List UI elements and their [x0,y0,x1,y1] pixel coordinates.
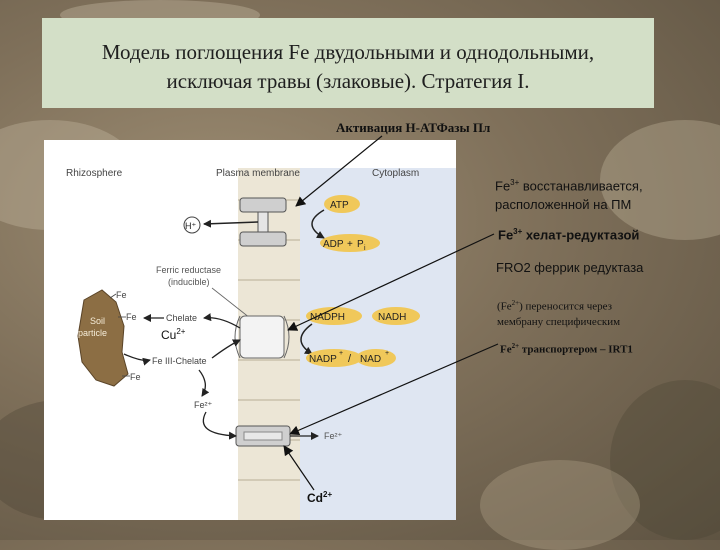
chelate-label: Chelate [166,313,197,323]
fe2-annot-sup: 2+ [511,299,520,307]
nad-label: NAD [360,354,381,365]
atpase-annotation: Активация Н-АТФазы Пл [336,120,491,135]
slide-title-box: Модель поглощения Fe двудольными и однод… [42,18,654,108]
nadph-label: NADPH [310,312,345,323]
ferric-reductase-inducible-label: (inducible) [168,277,210,287]
fe-label-low: Fe [130,372,141,382]
atpase-pump-channel [257,211,269,233]
reductase-pointer-line [211,287,251,319]
cu-label: Cu [161,328,177,342]
fe2-free-label: Fe²⁺ [194,400,213,410]
cytoplasm-region [300,168,456,520]
fe3-chelate-fe: Fe [498,227,514,243]
atp-label: ATP [330,200,349,211]
nadp-sup: + [339,350,343,357]
cd-sup: 2+ [323,490,333,499]
irt1-channel [243,431,283,441]
fe2-uptake-arrow-in [202,411,237,440]
fe-bond-top [109,293,117,299]
irt1-annot-fe: Fe [500,343,512,356]
fro2-annotation: FRO2 феррик редуктаза [496,260,644,275]
nad-sup: + [385,350,389,357]
fe3-chelate-reductase-annotation: Fe3+ хелат-редуктазой [498,227,639,242]
reduction-to-fe2-arrow [198,369,210,397]
fe3-chelate-sup: 3+ [513,227,523,236]
fe2-annot-rest: ) переносится через [519,300,613,313]
fe3-reduction-annotation-line-2: расположенной на ПМ [495,197,632,212]
slide-title-line-1: Модель поглощения Fe двудольными и однод… [101,40,595,64]
fe2-transported-label: Fe²⁺ [324,431,343,441]
ferric-reductase-protein [239,315,285,359]
fe-label-top: Fe [116,290,127,300]
atpase-pump-bottom [239,231,287,247]
fe3-annot-sup: 3+ [510,178,520,187]
particle-label: particle [78,328,107,338]
ferric-reductase-label: Ferric reductase [156,265,221,275]
cd-annotation: Cd2+ [307,490,332,505]
irt1-annot-rest: транспортером – IRT1 [519,343,633,356]
fe-iii-chelate-label: Fe III-Chelate [152,356,207,366]
soil-to-chelate-arrow [123,353,151,366]
fe3-reduction-annotation-line-1: Fe3+ восстанавливается, [495,178,643,193]
chelate-to-reductase-arrow [211,339,241,359]
fe3-annot-rest: восстанавливается, [519,178,643,194]
h-plus-circle [183,216,201,234]
cytoplasm-label: Cytoplasm [372,168,419,179]
h-plus-efflux-arrow [203,219,259,228]
nadp-label: NADP [309,354,337,365]
nadh-label: NADH [378,312,406,323]
rhizosphere-label: Rhizosphere [66,168,123,179]
adp-label: ADP [323,239,344,250]
fe2-annot-pre: (Fe [497,300,512,313]
irt1-annotation: Fe2+ транспортером – IRT1 [500,342,633,356]
reductase-right-lobe [283,315,290,359]
plasma-membrane-label: Plasma membrane [216,168,300,179]
plus-label: + [347,239,353,250]
fe2-transport-annotation-line-2: мембрану специфическим [497,316,621,328]
fe3-chelate-rest: хелат-редуктазой [522,227,640,243]
reductase-left-lobe [234,315,241,359]
cu-sup: 2+ [176,327,186,336]
pi-label: P [357,239,364,250]
irt1-annot-sup: 2+ [511,342,520,350]
fe3-annot-fe: Fe [495,178,511,194]
soil-label: Soil [90,316,105,326]
reductase-releases-chelate-arrow [203,313,241,329]
background-leaf [610,380,720,540]
cu-annotation: Cu2+ [161,327,185,342]
soil-particle [77,289,129,387]
cd-label: Cd [307,491,323,505]
iron-uptake-diagram: Rhizosphere Plasma membrane Cytoplasm H⁺… [44,140,456,520]
h-plus-label: H⁺ [185,221,196,231]
fe-label-mid: Fe [126,312,137,322]
atpase-pump-top [239,197,287,213]
slide-title-line-2: исключая травы (злаковые). Стратегия I. [166,69,530,93]
fe2-transport-annotation-line-1: (Fe2+) переносится через [497,299,612,313]
background-leaf [480,460,640,550]
